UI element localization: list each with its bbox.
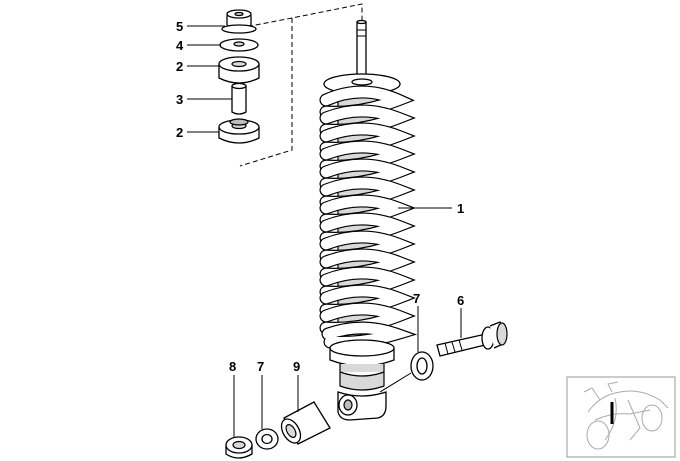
washer-part-7-left[interactable] (255, 428, 279, 450)
callout-2-lower: 2 (176, 125, 183, 140)
rubber-bush-part-2-lower[interactable] (218, 118, 260, 144)
callout-4: 4 (176, 38, 184, 53)
callout-6: 6 (457, 293, 464, 308)
callout-7-left: 7 (257, 359, 264, 374)
nut-part-5[interactable] (221, 9, 257, 34)
callout-2-upper: 2 (176, 59, 183, 74)
callout-7-right: 7 (413, 291, 420, 306)
assembly-dashed-line (239, 3, 363, 29)
assembly-dashed-line-side (239, 18, 293, 167)
callout-1: 1 (457, 201, 464, 216)
washer-part-7-right[interactable] (410, 351, 434, 381)
sleeve-part-3[interactable] (231, 82, 247, 115)
coil-spring (319, 85, 418, 349)
rubber-bush-part-2-upper[interactable] (218, 56, 260, 84)
motorcycle-thumbnail-icon[interactable] (566, 376, 676, 458)
bush-part-8[interactable] (225, 436, 253, 459)
shock-absorber-icon[interactable] (319, 19, 418, 421)
sleeve-part-9[interactable] (278, 401, 331, 446)
callout-numbers: 5 4 2 3 2 1 7 6 8 7 9 (176, 19, 464, 374)
bolt-part-6[interactable] (436, 321, 508, 357)
callout-9: 9 (293, 359, 300, 374)
callout-8: 8 (229, 359, 236, 374)
callout-5: 5 (176, 19, 183, 34)
washer-part-4[interactable] (219, 38, 259, 52)
leader-lines (187, 25, 462, 437)
callout-3: 3 (176, 92, 183, 107)
